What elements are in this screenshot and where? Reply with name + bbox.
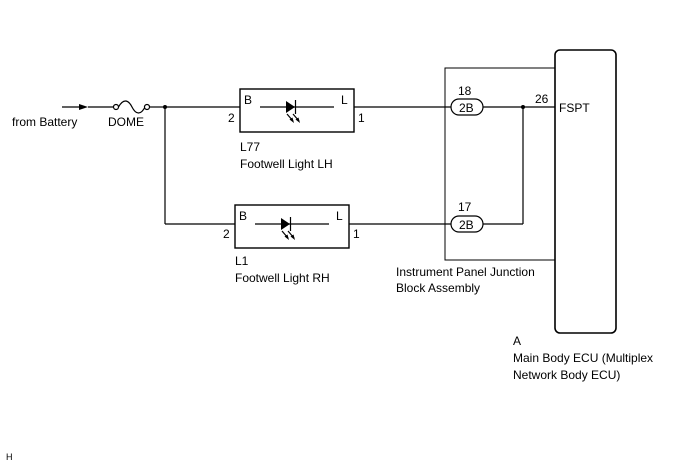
light-lh-pin-l: L [341,93,348,107]
fuse-label: DOME [108,115,144,129]
light-rh-pin-b: B [239,209,247,223]
light-lh-terminal-right: 1 [358,111,365,125]
light-lh-pin-b: B [244,93,252,107]
jb-bottom-label: 2B [459,218,474,232]
battery-label: from Battery [12,115,77,129]
light-lh-emission-icon [286,113,300,123]
light-rh-box [234,204,350,249]
light-lh-terminal-left: 2 [228,111,235,125]
fuse-icon [117,100,146,114]
light-rh-pin-l: L [336,209,343,223]
fuse-terminal-left [112,103,120,111]
light-lh-name: Footwell Light LH [240,157,333,171]
ecu-pin: 26 [535,92,549,106]
jb-name-line2: Block Assembly [396,281,480,295]
corner-mark: H [6,452,13,462]
light-rh-terminal-right: 1 [353,227,360,241]
ecu-signal: FSPT [559,101,590,115]
light-lh-code: L77 [240,140,260,154]
jb-bottom-pin: 17 [458,200,472,214]
ecu-name-line2: Network Body ECU) [513,368,620,382]
jb-name-line1: Instrument Panel Junction [396,265,535,279]
jb-top-pin: 18 [458,84,472,98]
light-rh-terminal-left: 2 [223,227,230,241]
light-rh-emission-icon [281,230,295,240]
jb-join-node [521,105,525,109]
light-lh-diode-icon [286,101,295,113]
light-rh-code: L1 [235,254,249,268]
light-rh-diode-icon [281,218,290,230]
battery-arrow-head [79,104,88,110]
light-lh-box [239,88,355,133]
light-rh-name: Footwell Light RH [235,271,330,285]
ecu-connector: A [513,334,521,348]
jb-top-label: 2B [459,101,474,115]
ecu-body [554,49,617,334]
ecu-name-line1: Main Body ECU (Multiplex [513,351,653,365]
fuse-terminal-right [143,103,151,111]
